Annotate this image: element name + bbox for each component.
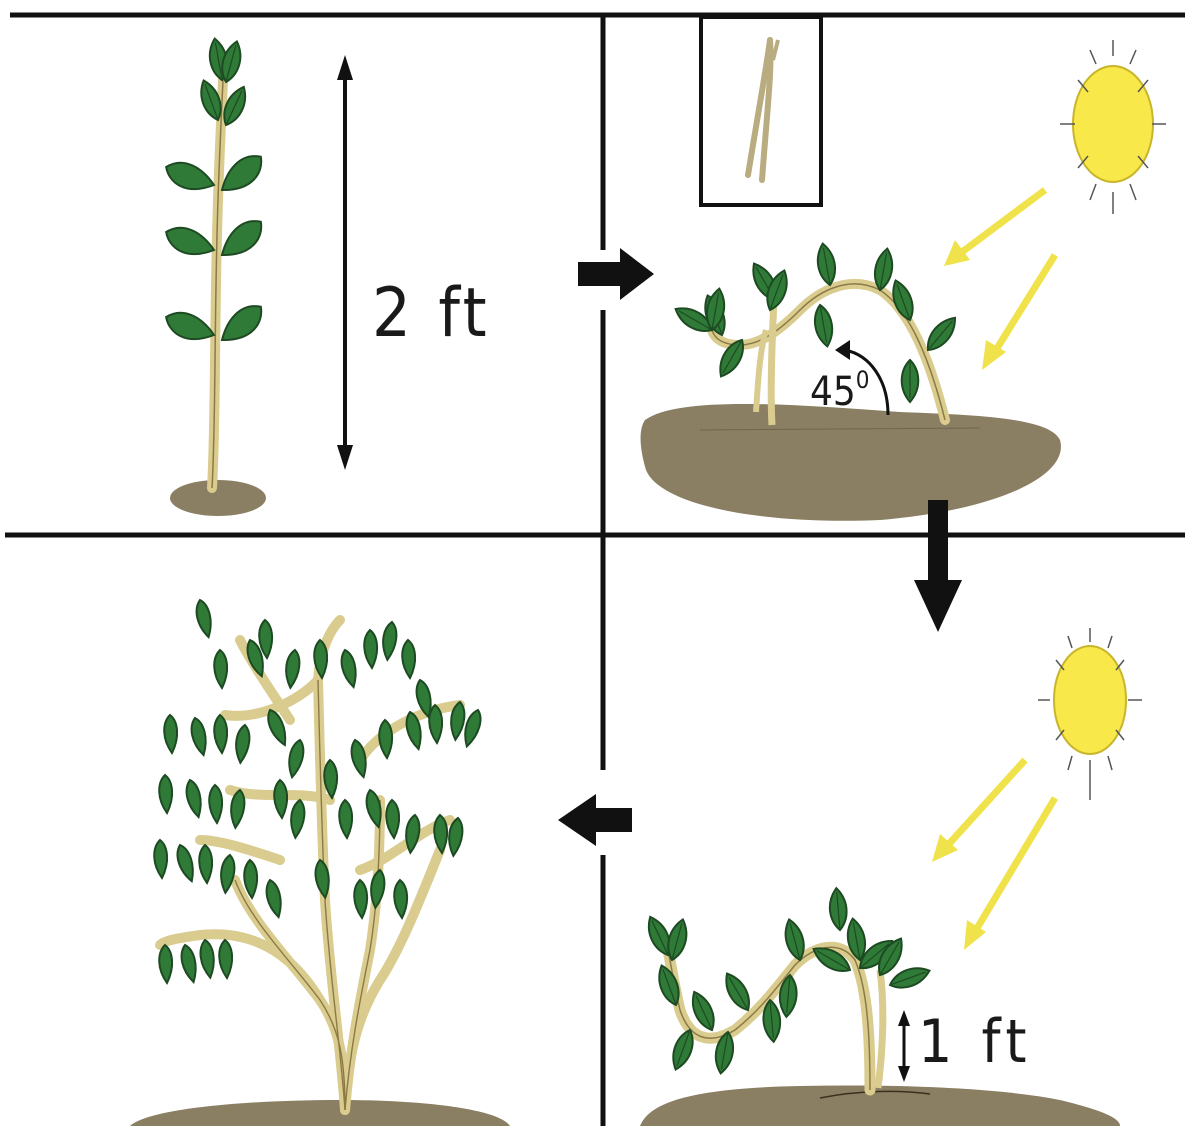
sunlight-arrows	[932, 760, 1055, 950]
leaf	[828, 887, 848, 930]
soil-mound	[130, 1100, 510, 1126]
angle-label: 450	[810, 372, 870, 412]
leaf	[217, 220, 265, 257]
leaf	[815, 242, 839, 286]
left-arrow-icon	[558, 794, 632, 846]
sun-icon	[1038, 628, 1142, 800]
height-arrow-1ft	[898, 1010, 910, 1082]
soil-mound	[170, 480, 266, 516]
leaf	[166, 307, 214, 344]
leaf	[812, 304, 836, 348]
soil-mound	[641, 404, 1061, 521]
height-label-2ft: 2 ft	[372, 280, 491, 348]
panel-low-bent-plant	[640, 628, 1142, 1126]
angle-unit: 0	[856, 366, 870, 394]
down-arrow-icon	[914, 500, 962, 632]
right-arrow-icon	[578, 248, 654, 300]
panel-young-plant	[166, 37, 266, 516]
leaf	[166, 157, 214, 194]
height-arrow-2ft	[337, 55, 353, 470]
leaf	[902, 360, 919, 402]
leaf	[922, 313, 962, 356]
sunlight-arrows	[944, 190, 1055, 370]
sun-icon	[1060, 40, 1166, 214]
angle-value: 45	[810, 369, 856, 415]
leaf	[166, 222, 214, 259]
panel-bent-plant	[641, 17, 1166, 521]
panel-bushy-plant	[130, 599, 510, 1126]
leaf	[720, 969, 755, 1014]
height-label-1ft: 1 ft	[918, 1012, 1033, 1072]
leaf	[217, 305, 265, 342]
